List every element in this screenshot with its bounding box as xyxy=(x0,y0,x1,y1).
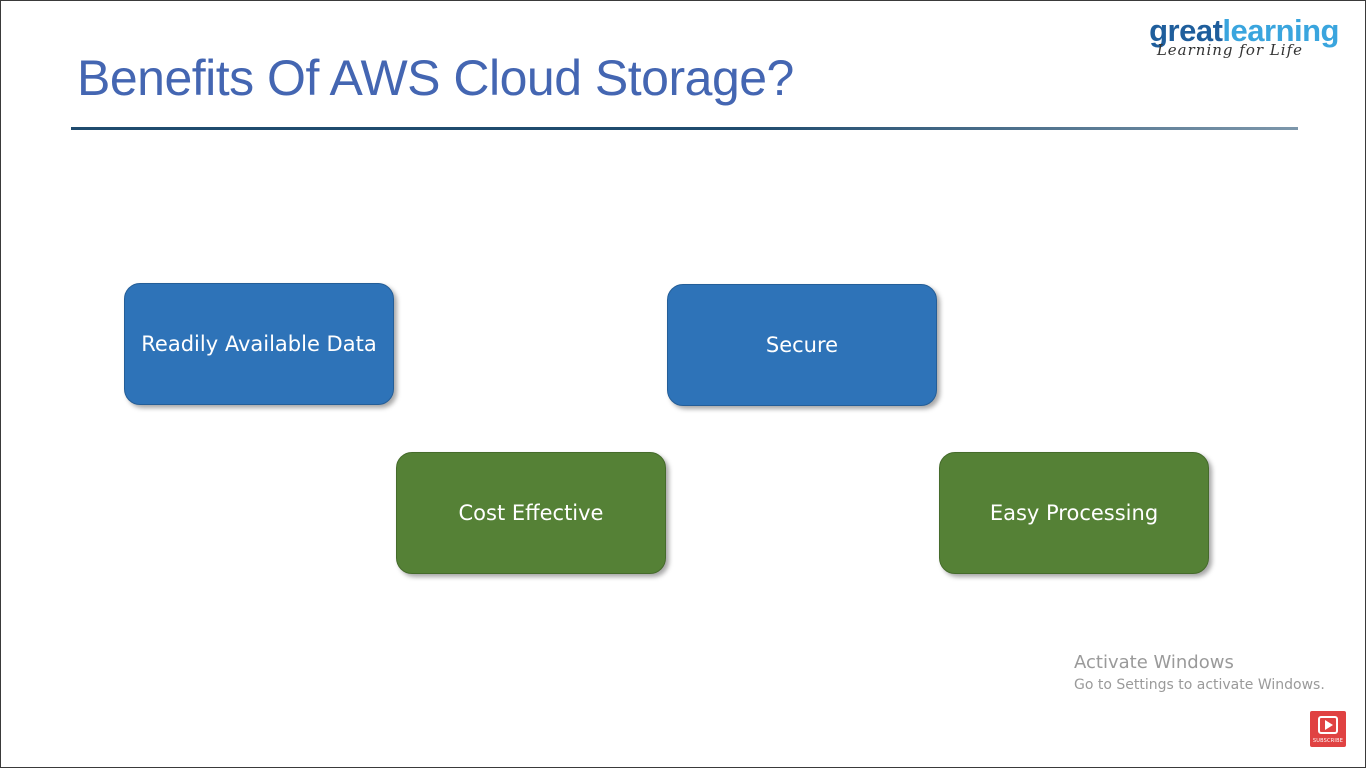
benefit-label: Secure xyxy=(765,333,839,357)
logo-great-text: great xyxy=(1149,13,1223,48)
title-divider xyxy=(71,127,1298,130)
play-icon xyxy=(1318,716,1338,734)
benefit-box-easy-processing: Easy Processing xyxy=(939,452,1209,574)
activate-windows-title: Activate Windows xyxy=(1074,652,1234,673)
benefit-box-readily-available-data: Readily Available Data xyxy=(124,283,394,405)
benefit-box-secure: Secure xyxy=(667,284,937,406)
benefit-label: Easy Processing xyxy=(989,501,1159,525)
subscribe-button[interactable]: SUBSCRIBE xyxy=(1310,711,1346,747)
benefit-box-cost-effective: Cost Effective xyxy=(396,452,666,574)
benefit-label: Cost Effective xyxy=(458,501,604,525)
slide-title: Benefits Of AWS Cloud Storage? xyxy=(77,50,794,106)
greatlearning-logo: greatlearning Learning for Life xyxy=(1113,13,1345,63)
logo-tagline: Learning for Life xyxy=(1156,41,1303,59)
benefit-label: Readily Available Data xyxy=(141,332,377,356)
logo-wordmark: greatlearning xyxy=(1149,13,1339,49)
logo-learning-text: learning xyxy=(1222,13,1339,48)
subscribe-label: SUBSCRIBE xyxy=(1312,738,1344,744)
activate-windows-subtitle: Go to Settings to activate Windows. xyxy=(1074,677,1325,693)
